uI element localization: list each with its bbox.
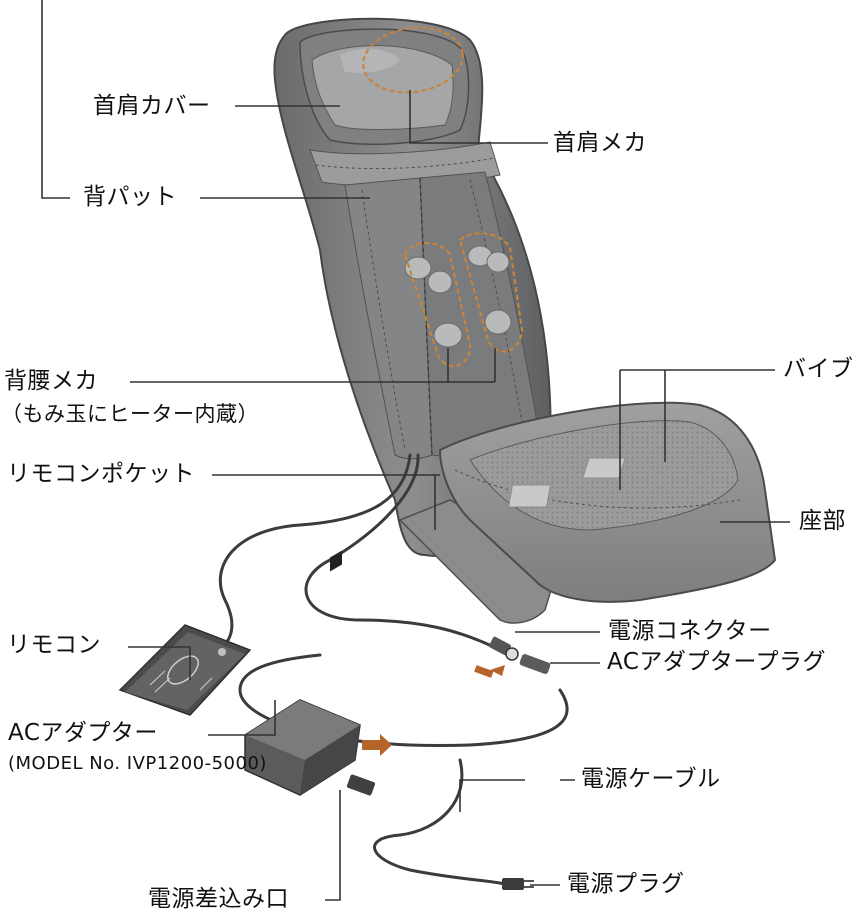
label-seat: 座部 [799, 508, 846, 534]
power-plug [502, 878, 534, 890]
leader-line-top [41, 0, 70, 199]
ac-adapter-body [244, 550, 392, 796]
cables [198, 453, 569, 887]
label-power-cable: 電源ケーブル [581, 766, 721, 792]
label-power-connector: 電源コネクター [608, 618, 772, 644]
leader-lines [128, 90, 790, 901]
label-neck-cover: 首肩カバー [93, 93, 211, 119]
label-power-plug: 電源プラグ [567, 871, 685, 897]
label-neck-mech: 首肩メカ [553, 130, 647, 156]
connectors [474, 636, 551, 678]
label-remote-pocket: リモコンポケット [7, 461, 195, 487]
label-back-mech: 背腰メカ [4, 368, 98, 394]
label-back-pad: 背パット [83, 184, 177, 210]
label-ac-adapter: ACアダプター [8, 720, 158, 746]
label-model-no: (MODEL No. IVP1200-5000) [8, 753, 267, 774]
label-ac-plug: ACアダプタープラグ [607, 649, 827, 675]
label-power-inlet: 電源差込み口 [148, 886, 289, 912]
seat-cushion [398, 401, 777, 624]
label-remote: リモコン [7, 632, 101, 658]
label-back-mech-note: （もみ玉にヒーター内蔵） [1, 402, 259, 426]
label-vibe: バイブ [783, 356, 854, 382]
